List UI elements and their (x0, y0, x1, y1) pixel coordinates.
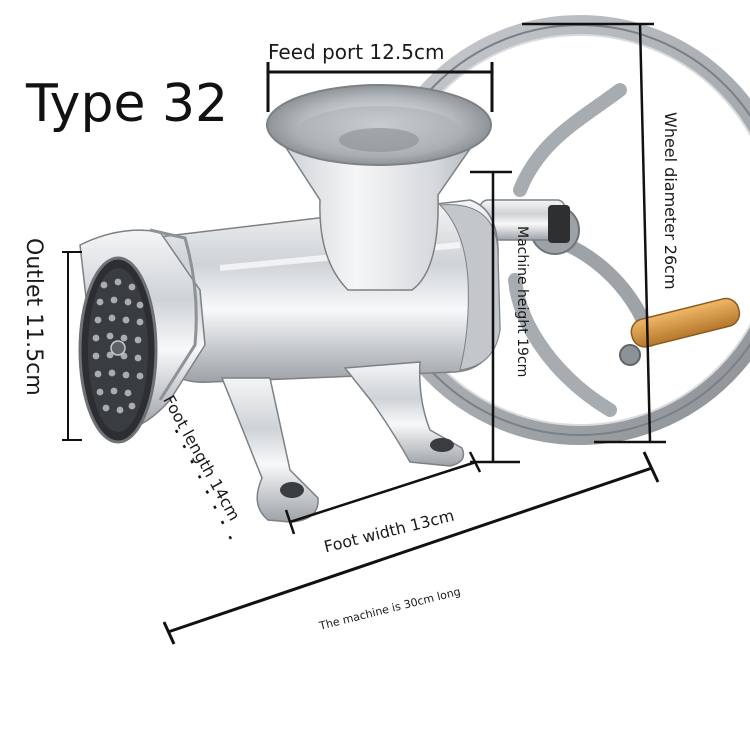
dimension-lines (62, 22, 666, 645)
shaft-nut (479, 199, 570, 243)
machine-height-dimension-line (470, 170, 520, 464)
feed-port-label: Feed port 12.5cm (268, 40, 445, 64)
feed-port-dimension-line (266, 62, 494, 112)
machine-height-label: Machine height 19cm (514, 226, 530, 378)
outlet-plate (78, 256, 158, 444)
model-title: Type 32 (26, 74, 229, 134)
outlet-dimension-line (62, 251, 82, 441)
outlet-label: Outlet 11.5cm (21, 238, 46, 396)
wheel-diameter-label: Wheel diameter 26cm (661, 112, 680, 290)
foot-width-dimension-line (284, 451, 482, 535)
machine-length-dimension-line (162, 451, 660, 645)
crank-handle (619, 297, 741, 366)
wheel-diameter-dimension-line (522, 22, 666, 444)
grinder-feet (220, 361, 465, 523)
feed-funnel (266, 84, 492, 291)
